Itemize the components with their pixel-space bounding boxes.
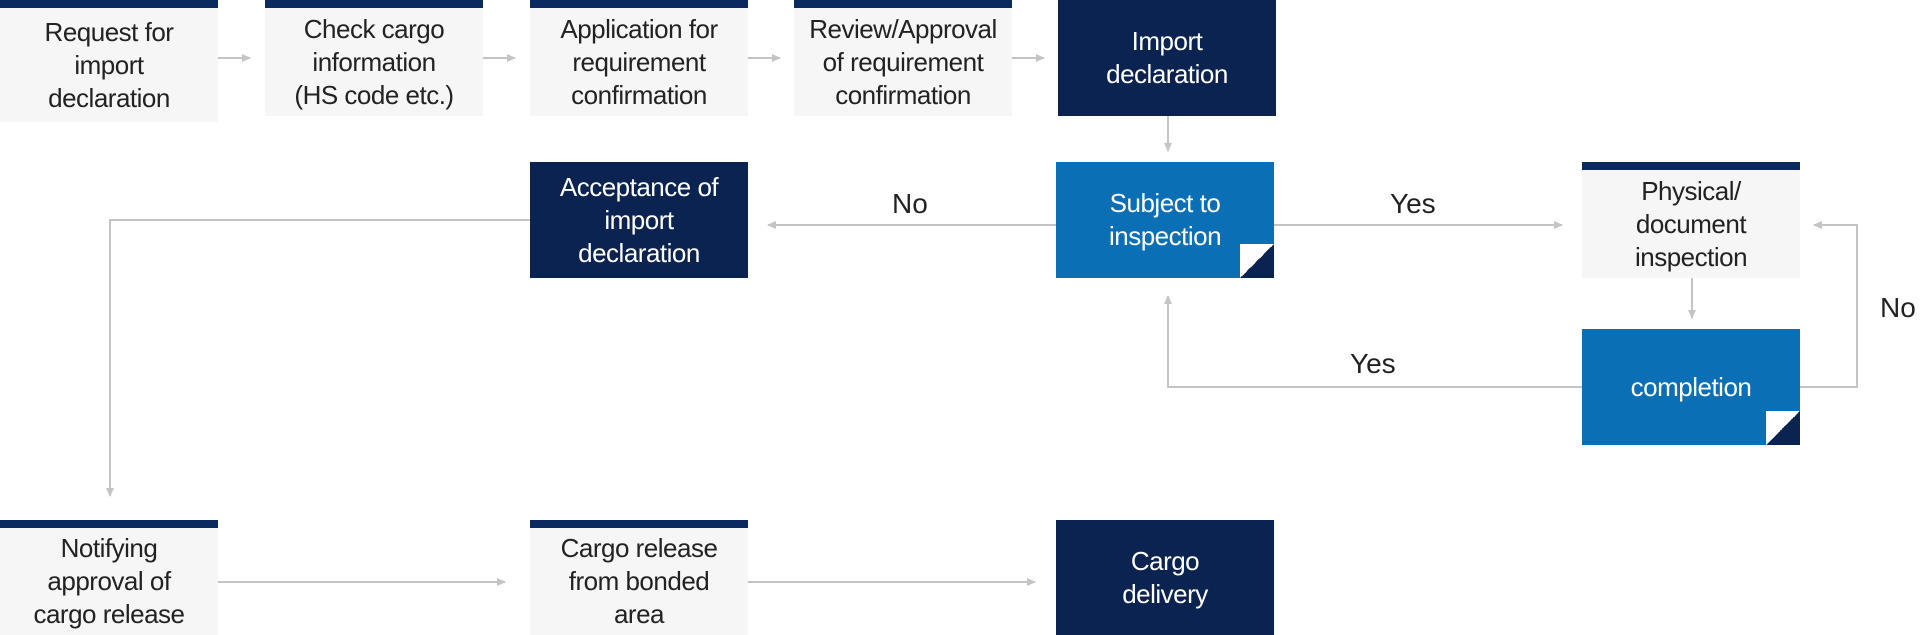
node-review-approval: Review/Approval of requirement confirmat… [794, 0, 1012, 116]
label-no-left: No [892, 188, 928, 219]
node-label: Import declaration [1106, 26, 1228, 89]
node-label: Application for requirement confirmation [560, 13, 718, 110]
node-application-requirement-confirmation: Application for requirement confirmation [530, 0, 748, 116]
node-subject-to-inspection: Subject to inspection [1056, 162, 1274, 278]
node-label: Request for import declaration [44, 16, 174, 113]
node-label: Cargo delivery [1122, 545, 1208, 609]
node-label: Notifying approval of cargo release [33, 533, 185, 629]
node-label: Review/Approval of requirement confirmat… [809, 13, 997, 110]
node-notifying-approval: Notifying approval of cargo release [0, 520, 218, 635]
node-label: Subject to inspection [1108, 188, 1222, 251]
node-label: Cargo release from bonded area [560, 533, 718, 629]
node-label: Physical/ document inspection [1634, 175, 1748, 272]
label-yes-bottom: Yes [1350, 348, 1396, 379]
label-yes-right: Yes [1390, 188, 1436, 219]
node-check-cargo-information: Check cargo information (HS code etc.) [265, 0, 483, 116]
folded-corner-icon [1766, 411, 1800, 445]
arrow-acceptance-to-notifying [106, 219, 530, 497]
node-cargo-release-bonded-area: Cargo release from bonded area [530, 520, 748, 635]
node-request-import-declaration: Request for import declaration [0, 0, 218, 122]
node-label: Acceptance of import declaration [559, 171, 719, 268]
label-no-right: No [1880, 292, 1916, 323]
node-import-declaration: Import declaration [1058, 0, 1276, 116]
arrow-completion-to-physical [1800, 221, 1858, 388]
node-label: completion [1630, 371, 1752, 402]
node-label: Check cargo information (HS code etc.) [294, 13, 454, 110]
node-acceptance-import-declaration: Acceptance of import declaration [530, 162, 748, 278]
folded-corner-icon [1240, 244, 1274, 278]
arrow-completion-to-subject [1164, 295, 1582, 388]
node-cargo-delivery: Cargo delivery [1056, 520, 1274, 635]
node-completion: completion [1582, 329, 1800, 445]
node-physical-document-inspection: Physical/ document inspection [1582, 162, 1800, 278]
